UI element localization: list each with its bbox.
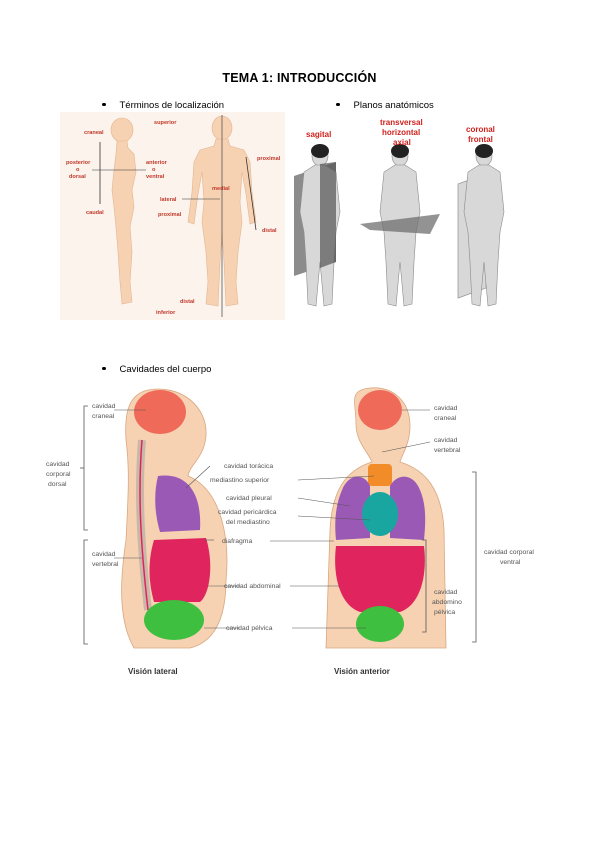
label-proximal-top: proximal [257,156,281,162]
label-cavidad-craneal-1: cavidad [92,403,116,410]
label-dorsal: dorsal [69,174,86,180]
label-sagital: sagital [306,130,331,139]
label-r-cavidad-vertebral-2: vertebral [434,447,461,454]
label-cavidad-abdominal: cavidad abdominal [224,583,281,590]
anterior-brain [358,390,402,430]
label-cavidad-pleural: cavidad pleural [226,495,272,502]
anterior-mediastinum [368,464,392,486]
label-cavidad-vertebral-1: cavidad [92,551,116,558]
label-diafragma: diafragma [222,538,252,545]
bullet-dot [336,102,340,107]
label-cavidad-toracica: cavidad torácica [224,463,273,470]
label-superior: superior [154,120,177,126]
label-posterior: posterior [66,160,91,166]
label-axial: axial [393,138,411,147]
label-transversal: transversal [380,118,423,127]
label-r-abdomino-pelvica-2: abdomino [432,599,462,606]
label-cavidad-pericardica-1: cavidad pericárdica [218,509,277,516]
anterior-heart [362,492,398,536]
label-distal-right: distal [262,228,277,234]
lateral-view [121,388,228,649]
cavidades-figure: cavidad craneal cavidad corporal dorsal … [30,380,550,680]
page-title: TEMA 1: INTRODUCCIÓN [222,71,377,85]
label-lateral: lateral [160,197,177,203]
label-r-cavidad-craneal-2: craneal [434,415,457,422]
label-r-abdomino-pelvica-1: cavidad [434,589,458,596]
bullet-planos-text: Planos anatómicos [353,100,434,111]
anterior-lung-right [390,476,426,540]
bullet-dot [102,366,106,371]
coronal-figure [457,144,505,307]
label-mediastino-superior: mediastino superior [210,477,270,484]
label-coronal: coronal [466,125,495,134]
anterior-view [325,387,447,649]
bullet-localizacion-text: Términos de localización [119,100,225,111]
label-r-cavidad-ventral-1: cavidad corporal [484,549,534,556]
bullet-cavidades-text: Cavidades del cuerpo [119,364,212,375]
sagital-figure [294,144,341,307]
label-inferior: inferior [156,310,176,316]
lateral-abdomen [149,538,211,602]
label-distal-bottom: distal [180,299,195,305]
label-o-1: o [76,167,80,173]
label-r-cavidad-ventral-2: ventral [500,559,521,566]
label-anterior: anterior [146,160,168,166]
caption-vision-lateral: Visión lateral [128,667,178,676]
bullet-dot [102,102,106,107]
label-craneal: craneal [84,130,104,136]
label-o-2: o [152,167,156,173]
label-frontal: frontal [468,135,493,144]
label-cavidad-dorsal-3: dorsal [48,481,67,488]
lateral-brain [134,390,186,434]
anterior-pelvis [356,606,404,642]
label-medial: medial [212,186,230,192]
label-r-abdomino-pelvica-3: pélvica [434,609,455,616]
bullet-planos: Planos anatómicos [336,100,434,111]
label-ventral: ventral [146,174,165,180]
anterior-abdomen [335,546,425,612]
lateral-body-figure [110,117,137,305]
label-cavidad-pericardica-2: del mediastino [226,519,270,526]
label-caudal: caudal [86,210,104,216]
bullet-localizacion: Términos de localización [102,100,224,111]
label-cavidad-vertebral-2: vertebral [92,561,119,568]
localizacion-figure: craneal superior posterior o dorsal ante… [60,112,285,320]
proximal-distal-arrow [245,156,257,231]
pointer-lines [114,409,431,629]
label-proximal-left: proximal [158,212,182,218]
lateral-pelvis [144,600,204,640]
bullet-cavidades: Cavidades del cuerpo [102,364,211,375]
label-cavidad-dorsal-2: corporal [46,471,71,478]
brackets [80,405,477,645]
transversal-figure [360,144,440,307]
anterior-lung-left [335,476,370,540]
label-cavidad-pelvica: cavidad pélvica [226,625,273,632]
label-cavidad-craneal-2: craneal [92,413,115,420]
planos-figure: sagital transversal horizontal axial cor… [288,112,528,320]
lateral-lung [155,475,201,532]
caption-vision-anterior: Visión anterior [334,667,390,676]
label-cavidad-dorsal-1: cavidad [46,461,70,468]
label-r-cavidad-craneal-1: cavidad [434,405,458,412]
label-horizontal: horizontal [382,128,420,137]
label-r-cavidad-vertebral-1: cavidad [434,437,458,444]
